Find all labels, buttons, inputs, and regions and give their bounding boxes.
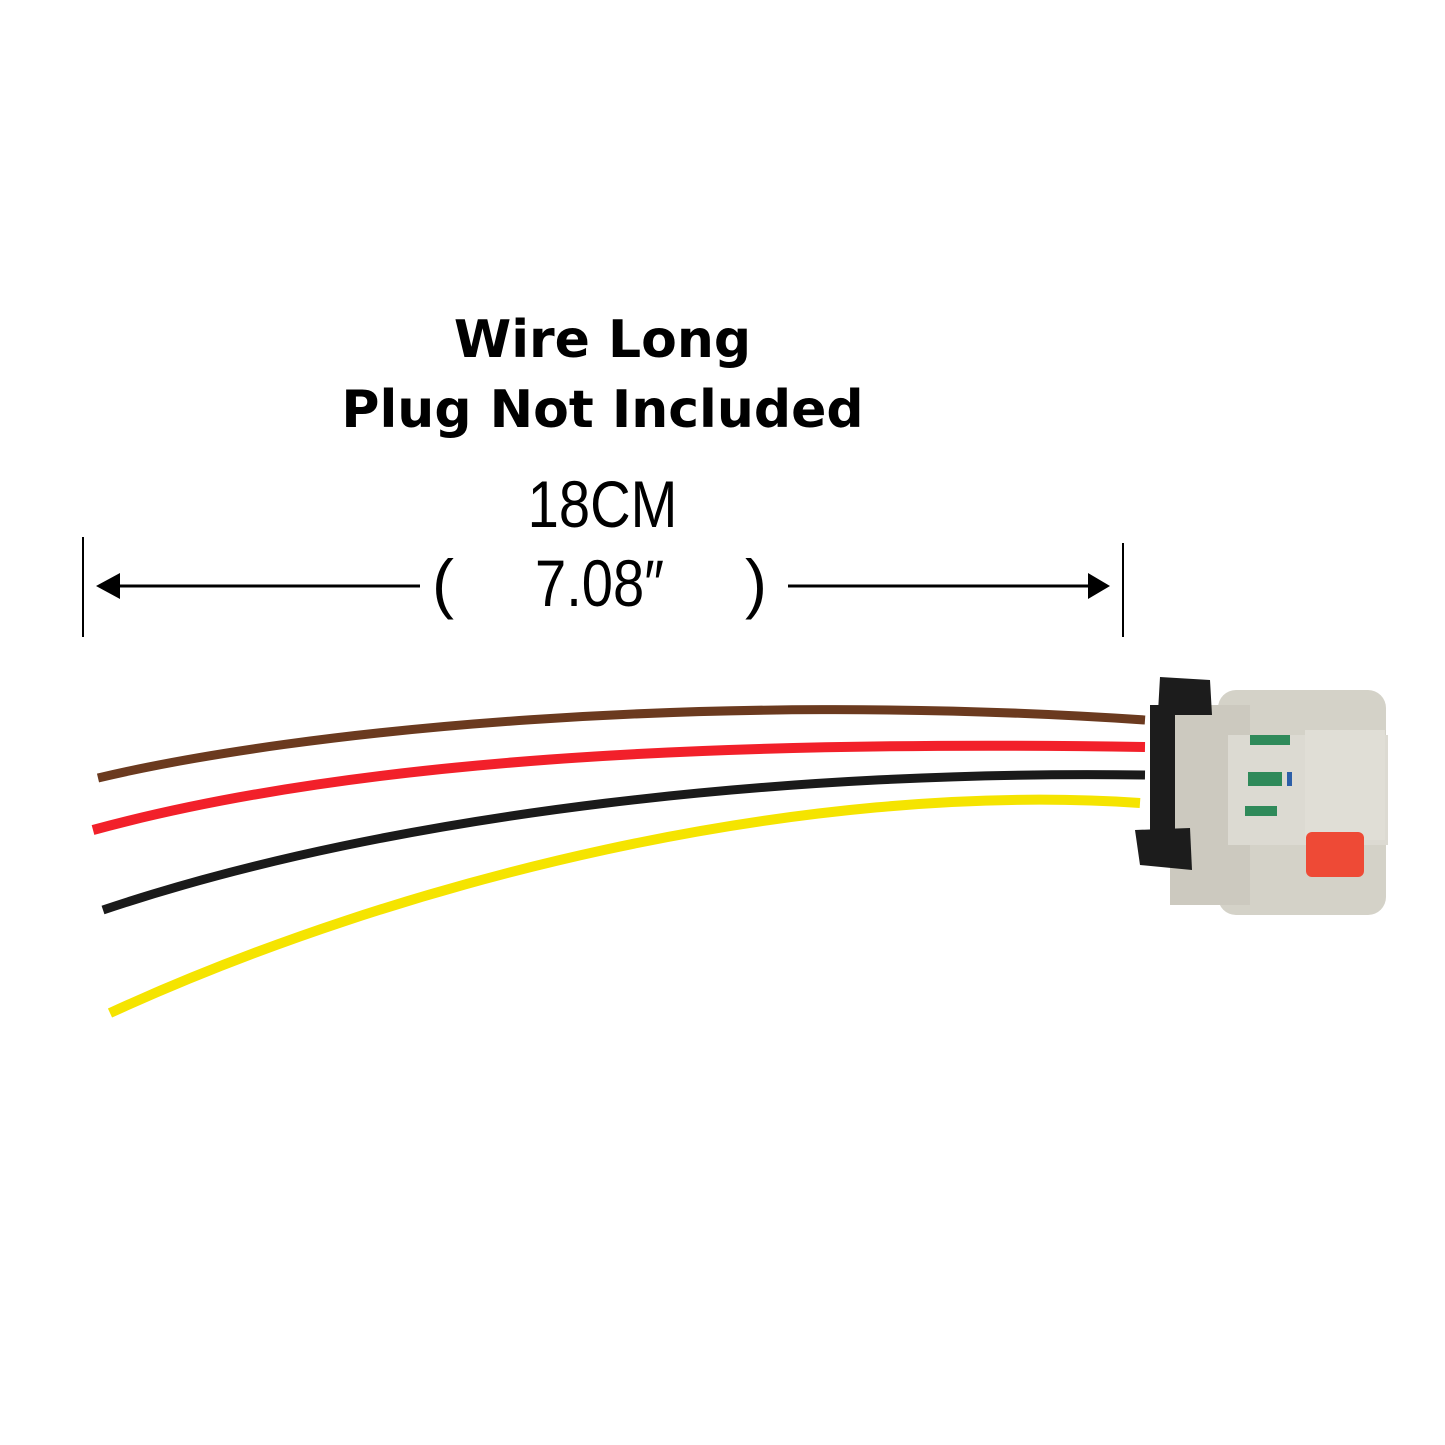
open-paren: ( <box>432 546 454 620</box>
length-metric-label: 18CM <box>527 467 678 541</box>
wires <box>91 705 1146 1018</box>
close-paren: ) <box>745 546 767 620</box>
connector <box>1135 677 1388 915</box>
wire-brown <box>96 705 1146 783</box>
title-plug-not-included: Plug Not Included <box>341 380 864 440</box>
length-imperial-label: 7.08″ <box>535 546 665 620</box>
latch-red <box>1306 832 1364 877</box>
wire-black <box>101 770 1146 915</box>
wire-red <box>91 740 1146 835</box>
arrow-left-icon <box>96 573 120 599</box>
wire-yellow <box>107 794 1141 1018</box>
dimension-arrow <box>82 537 1124 637</box>
title-wire-long: Wire Long <box>453 310 752 370</box>
arrow-right-icon <box>1088 573 1110 599</box>
